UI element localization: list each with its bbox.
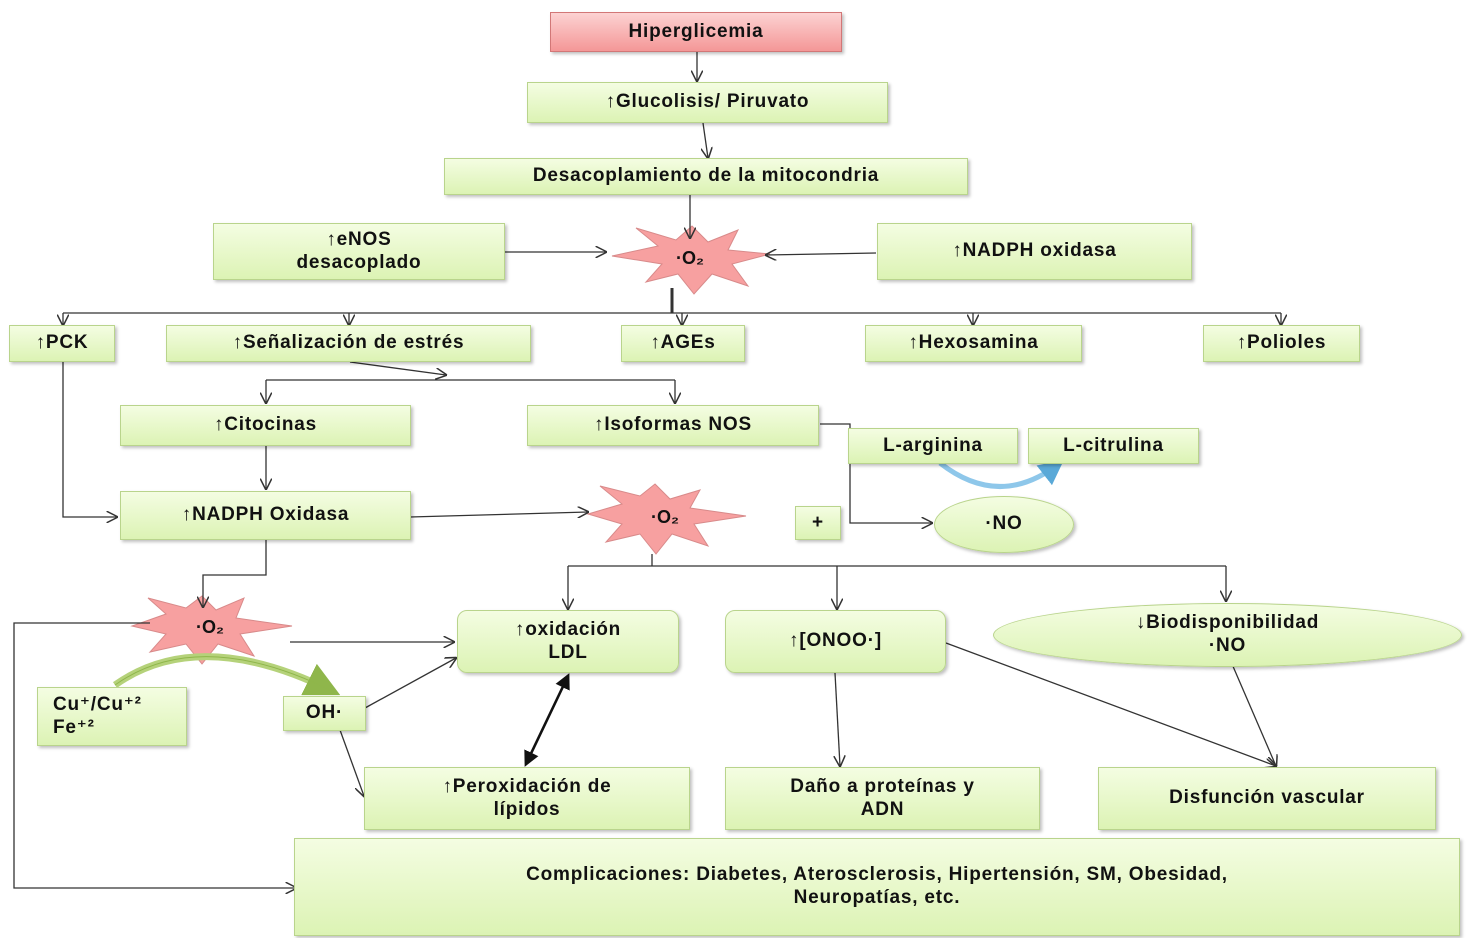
- desacoplamiento-label: Desacoplamiento de la mitocondria: [532, 165, 880, 187]
- hiperglicemia-label: Hiperglicemia: [628, 20, 764, 42]
- o2-top-label: ·O₂: [676, 248, 704, 268]
- dano-box: Daño a proteínas y ADN: [725, 767, 1040, 830]
- peroxidacion-box: ↑Peroxidación de lípidos: [364, 767, 690, 830]
- plus-label: +: [812, 511, 824, 533]
- nadph-oxidasa-mid-label: ↑NADPH Oxidasa: [181, 504, 350, 526]
- dano-label: Daño a proteínas y ADN: [790, 775, 975, 820]
- l-citrulina-box: L-citrulina: [1028, 428, 1199, 464]
- nadph-oxidasa-mid-box: ↑NADPH Oxidasa: [120, 491, 411, 540]
- polioles-box: ↑Polioles: [1203, 325, 1360, 362]
- polioles-label: ↑Polioles: [1236, 332, 1327, 354]
- disfuncion-label: Disfunción vascular: [1169, 787, 1365, 809]
- l-citrulina-label: L-citrulina: [1063, 434, 1164, 456]
- superoxide-star-mid: [586, 483, 747, 555]
- o2-left-label: ·O₂: [196, 617, 224, 637]
- conversion-curve: [938, 459, 1064, 489]
- desacoplamiento-box: Desacoplamiento de la mitocondria: [444, 158, 968, 195]
- l-arginina-box: L-arginina: [848, 428, 1018, 464]
- onoo-box: ↑[ONOO·]: [725, 610, 946, 673]
- ages-label: ↑AGEs: [650, 332, 716, 354]
- ages-box: ↑AGEs: [621, 325, 745, 362]
- pck-label: ↑PCK: [35, 332, 89, 354]
- superoxide-star-top: [611, 225, 771, 295]
- enos-label: ↑eNOS desacoplado: [296, 228, 422, 273]
- oxidacion-ldl-label: ↑oxidación LDL: [514, 618, 622, 663]
- l-arginina-label: L-arginina: [883, 434, 983, 456]
- complicaciones-label: Complicaciones: Diabetes, Aterosclerosis…: [526, 864, 1228, 908]
- hexosamina-box: ↑Hexosamina: [865, 325, 1082, 362]
- glucolisis-label: ↑Glucolisis/ Piruvato: [605, 91, 810, 113]
- senalizacion-label: ↑Señalización de estrés: [232, 332, 465, 354]
- plus-box: +: [795, 506, 841, 540]
- no-label: ·NO: [985, 513, 1023, 535]
- nadph-oxidasa-top-box: ↑NADPH oxidasa: [877, 223, 1192, 280]
- no-ellipse: ·NO: [934, 496, 1074, 553]
- biodisponibilidad-ellipse: ↓Biodisponibilidad ·NO: [993, 603, 1462, 667]
- biodisponibilidad-label: ↓Biodisponibilidad ·NO: [1135, 612, 1320, 656]
- superoxide-star-left: [130, 595, 293, 665]
- onoo-label: ↑[ONOO·]: [789, 630, 882, 652]
- glucolisis-box: ↑Glucolisis/ Piruvato: [527, 82, 888, 123]
- hexosamina-label: ↑Hexosamina: [908, 332, 1039, 354]
- oh-label: OH·: [305, 702, 344, 724]
- disfuncion-box: Disfunción vascular: [1098, 767, 1436, 830]
- isoformas-nos-box: ↑Isoformas NOS: [527, 405, 819, 446]
- isoformas-nos-label: ↑Isoformas NOS: [594, 414, 752, 436]
- senalizacion-box: ↑Señalización de estrés: [166, 325, 531, 362]
- pck-box: ↑PCK: [9, 325, 115, 362]
- citocinas-box: ↑Citocinas: [120, 405, 411, 446]
- cu-fe-label: Cu⁺/Cu⁺² Fe⁺²: [53, 693, 142, 738]
- cu-fe-box: Cu⁺/Cu⁺² Fe⁺²: [37, 687, 187, 746]
- hiperglicemia-box: Hiperglicemia: [550, 12, 842, 52]
- oh-box: OH·: [283, 696, 366, 731]
- o2-mid-label: ·O₂: [651, 507, 679, 527]
- ldl-peroxidation-link: [524, 673, 570, 767]
- nadph-oxidasa-top-label: ↑NADPH oxidasa: [952, 240, 1117, 262]
- peroxidacion-label: ↑Peroxidación de lípidos: [442, 775, 612, 820]
- enos-box: ↑eNOS desacoplado: [213, 223, 505, 280]
- connectors: [13, 52, 1281, 888]
- oxidacion-ldl-box: ↑oxidación LDL: [457, 610, 679, 673]
- complicaciones-box: Complicaciones: Diabetes, Aterosclerosis…: [294, 838, 1460, 936]
- citocinas-label: ↑Citocinas: [213, 414, 318, 436]
